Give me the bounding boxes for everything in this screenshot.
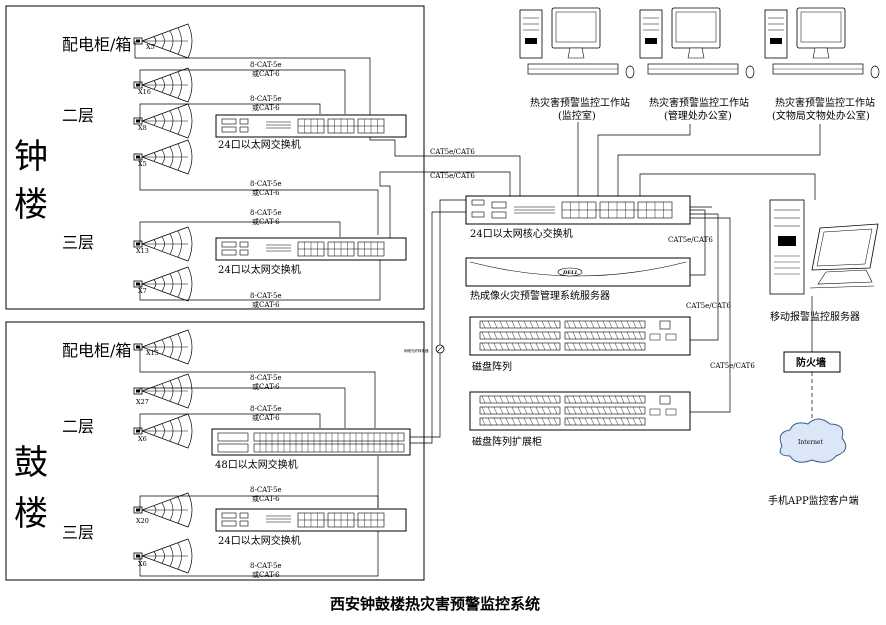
cable-label: 或CAT-6 bbox=[252, 69, 280, 78]
workstation-icon bbox=[639, 7, 755, 79]
disk-array-label: 磁盘阵列 bbox=[472, 360, 512, 373]
server-icon bbox=[465, 257, 691, 287]
disk-array-ext-icon bbox=[469, 391, 691, 431]
camera-label: X20 bbox=[136, 517, 149, 525]
cable-cat-label: CAT5e/CAT6 bbox=[668, 236, 713, 244]
switch-3f-label: 24口以太网交换机 bbox=[218, 263, 301, 276]
cable-label: 或CAT-6 bbox=[252, 494, 280, 503]
workstation-1-line1: 热灾害预警监控工作站 bbox=[530, 96, 630, 109]
cable-label: 8-CAT-5e bbox=[250, 405, 282, 413]
switch-24-icon bbox=[215, 508, 407, 532]
switch-2f-label: 24口以太网交换机 bbox=[218, 138, 301, 151]
workstation-3-line2: (文物局文物处办公室) bbox=[772, 109, 870, 122]
workstation-2-line1: 热灾害预警监控工作站 bbox=[649, 96, 749, 109]
internet-cloud-icon bbox=[779, 418, 847, 463]
gulou-level-2: 二层 bbox=[62, 417, 94, 436]
mobile-server-label: 移动报警监控服务器 bbox=[770, 310, 860, 323]
cable-label: 或CAT-6 bbox=[252, 217, 280, 226]
cable-cat-label: CAT5e/CAT6 bbox=[430, 148, 475, 156]
camera-label: X8 bbox=[138, 124, 147, 132]
camera-icon bbox=[133, 103, 193, 139]
cable-cat-label: CAT5e/CAT6 bbox=[686, 302, 731, 310]
cable-label: 或CAT-6 bbox=[252, 413, 280, 422]
camera-label: X6 bbox=[138, 435, 147, 443]
cable-lines-zhonglou bbox=[134, 41, 521, 301]
switch-3f-label: 24口以太网交换机 bbox=[218, 534, 301, 547]
camera-icon bbox=[133, 266, 193, 302]
cable-label: 8-CAT-5e bbox=[250, 562, 282, 570]
zhonglou-section bbox=[5, 5, 425, 310]
cable-label: 或CAT-6 bbox=[252, 188, 280, 197]
cable-label: 或CAT-6 bbox=[252, 103, 280, 112]
gulou-name-1: 鼓 bbox=[14, 443, 48, 483]
camera-label: X16 bbox=[138, 88, 151, 96]
camera-label: X7 bbox=[138, 287, 147, 295]
mobile-client-label: 手机APP监控客户端 bbox=[768, 494, 859, 507]
camera-icon bbox=[133, 23, 193, 59]
camera-icon bbox=[133, 67, 193, 103]
camera-icon bbox=[133, 226, 193, 262]
disk-array-ext-label: 磁盘阵列扩展柜 bbox=[472, 435, 542, 448]
gulou-level-cabinet: 配电柜/箱 bbox=[62, 341, 131, 360]
zhonglou-level-cabinet: 配电柜/箱 bbox=[62, 35, 131, 54]
workstation-icon bbox=[519, 7, 635, 79]
cable-label: 或CAT-6 bbox=[252, 382, 280, 391]
server-brand: DELL bbox=[562, 270, 579, 276]
switch-48-icon bbox=[211, 428, 411, 456]
core-switch-icon bbox=[465, 195, 691, 225]
camera-label: X13 bbox=[136, 247, 149, 255]
zhonglou-name-1: 钟 bbox=[14, 137, 48, 177]
thermal-server-label: 热成像火灾预警管理系统服务器 bbox=[470, 289, 610, 302]
cable-label: 8-CAT-5e bbox=[250, 486, 282, 494]
disk-array-icon bbox=[469, 316, 691, 356]
firewall-label: 防火墙 bbox=[796, 356, 826, 369]
gulou-level-3: 三层 bbox=[62, 523, 94, 542]
workstation-icon bbox=[764, 7, 880, 79]
cable-label: 或CAT-6 bbox=[252, 300, 280, 309]
converter-label: 网络光纤转换器 bbox=[404, 348, 429, 353]
workstation-1-line2: (监控室) bbox=[558, 109, 596, 122]
cable-cat-label: CAT5e/CAT6 bbox=[430, 172, 475, 180]
switch-48-label: 48口以太网交换机 bbox=[215, 458, 298, 471]
cable-label: 8-CAT-5e bbox=[250, 292, 282, 300]
gulou-name-2: 楼 bbox=[14, 494, 48, 534]
camera-label: X5 bbox=[146, 43, 155, 51]
zhonglou-level-2: 二层 bbox=[62, 106, 94, 125]
camera-icon bbox=[133, 329, 193, 365]
cable-label: 或CAT-6 bbox=[252, 570, 280, 579]
mobile-server-icon bbox=[769, 199, 879, 295]
camera-label: X27 bbox=[136, 398, 149, 406]
diagram-title: 西安钟鼓楼热灾害预警监控系统 bbox=[330, 595, 540, 613]
switch-24-icon bbox=[215, 114, 407, 138]
cable-label: 8-CAT-5e bbox=[250, 95, 282, 103]
camera-icon bbox=[133, 139, 193, 175]
camera-label: X6 bbox=[138, 560, 147, 568]
switch-24-icon bbox=[215, 237, 407, 261]
cable-lines-core bbox=[577, 122, 821, 413]
cable-cat-label: CAT5e/CAT6 bbox=[710, 362, 755, 370]
core-switch-label: 24口以太网核心交换机 bbox=[470, 227, 573, 240]
cable-label: 8-CAT-5e bbox=[250, 374, 282, 382]
internet-label: Internet bbox=[798, 439, 823, 446]
workstation-3-line1: 热灾害预警监控工作站 bbox=[775, 96, 875, 109]
zhonglou-level-3: 三层 bbox=[62, 233, 94, 252]
cable-label: 8-CAT-5e bbox=[250, 61, 282, 69]
camera-label: X5 bbox=[138, 160, 147, 168]
cable-lines-gulou bbox=[139, 199, 466, 577]
workstation-2-line2: (管理处办公室) bbox=[664, 109, 732, 122]
zhonglou-name-2: 楼 bbox=[14, 185, 48, 225]
gulou-section bbox=[5, 321, 425, 581]
camera-label: X15 bbox=[146, 349, 159, 357]
cable-label: 8-CAT-5e bbox=[250, 209, 282, 217]
cable-label: 8-CAT-5e bbox=[250, 180, 282, 188]
